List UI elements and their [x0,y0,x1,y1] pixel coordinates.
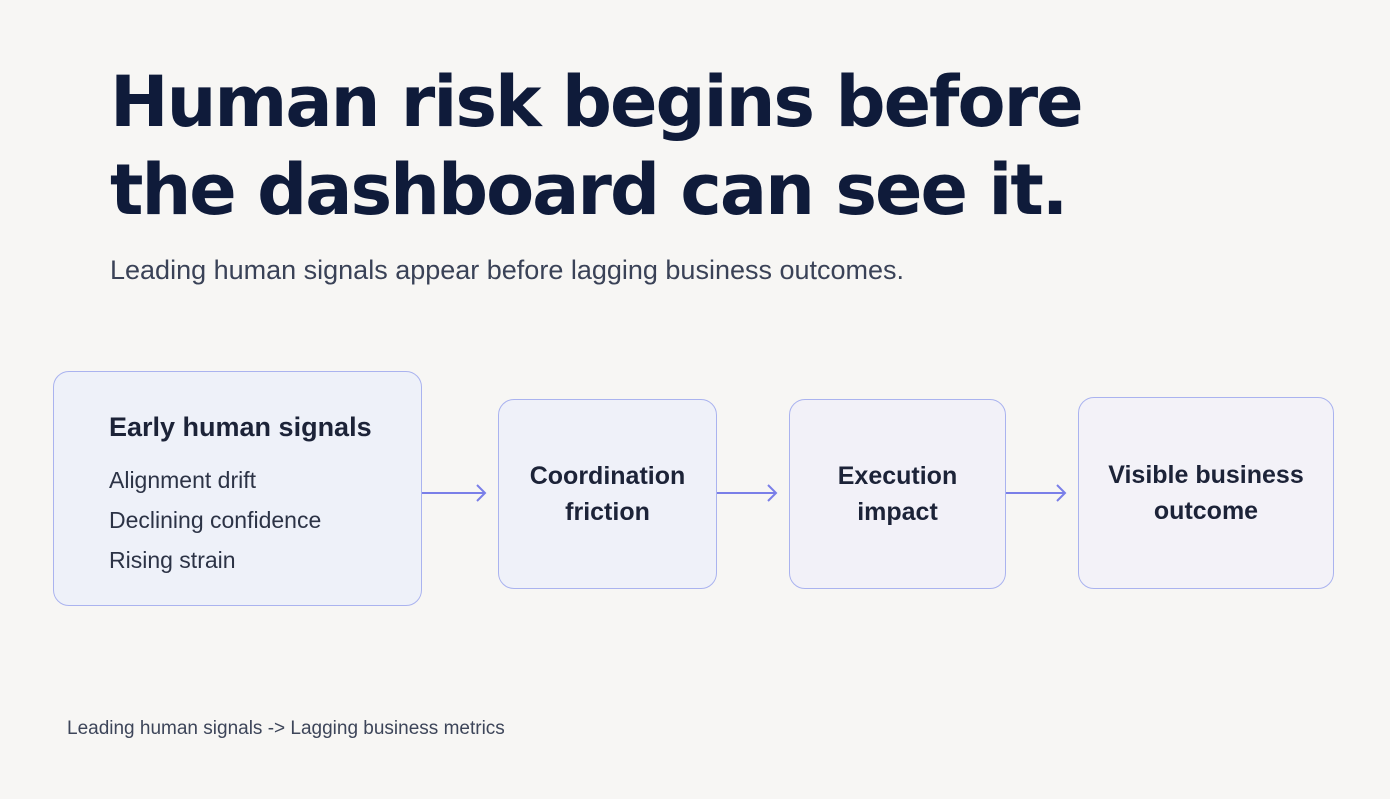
early-signals-box: Early human signals Alignment drift Decl… [53,371,422,606]
arrow-right-icon [1006,484,1067,502]
signal-item-alignment-drift: Alignment drift [109,467,257,493]
step-label-execution-impact: Execution impact [837,462,958,526]
step-box-execution-impact: Execution impact [789,399,1006,589]
signal-item-rising-strain: Rising strain [109,547,236,573]
step-label-coordination-friction: Coordination friction [529,462,686,526]
signal-item-declining-confidence: Declining confidence [109,507,322,533]
slide-footer: Leading human signals -> Lagging busines… [67,718,505,739]
slide-title-line-2: the dashboard can see it. [110,149,1068,231]
slide-title: Human risk begins before the dashboard c… [110,58,1110,234]
step-label-visible-business-outcome: Visible business outcome [1108,461,1304,525]
arrow-right-icon [422,484,487,502]
slide-subtitle: Leading human signals appear before lagg… [110,255,905,285]
slide-title-line-1: Human risk begins before [110,61,1084,143]
arrow-right-icon [717,484,778,502]
signal-list: Alignment drift Declining confidence Ris… [109,460,321,580]
early-signals-heading: Early human signals [109,412,372,442]
step-box-coordination-friction: Coordination friction [498,399,717,589]
step-box-visible-business-outcome: Visible business outcome [1078,397,1334,589]
